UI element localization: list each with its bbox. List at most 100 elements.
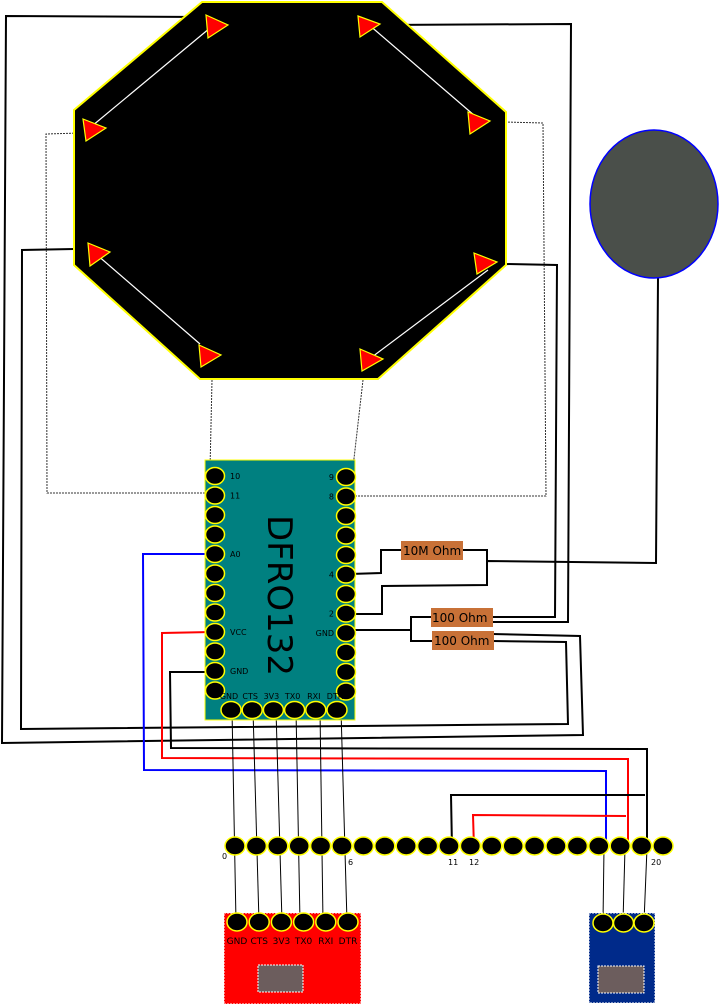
arrow-icon [357,15,382,39]
module-pin [335,623,357,643]
module-pin [204,622,226,642]
module-pin [204,544,226,564]
resistor-label: 100 Ohm [432,611,487,625]
module-pin [204,603,226,622]
module-name: DFRO132 [259,515,299,676]
module-pin [204,583,226,603]
ftdi-pin [270,912,293,932]
header-pin [588,836,610,856]
ftdi-pin [248,912,270,932]
wires [0,14,659,923]
module-pin [335,467,357,487]
resistor-10m: 10M Ohm [401,541,463,560]
arrow-icon [87,242,112,268]
arrow-icon [82,118,108,143]
wire-a0-blue [141,553,607,848]
wire-gnd-100ohm-b [410,630,432,642]
arrow-icon [198,344,223,369]
header-pin [331,836,353,856]
module-pin [204,525,226,544]
pin-label: 11 [230,492,240,501]
resistor-100-a: 100 Ohm [431,608,493,627]
module-pin [335,662,357,682]
pin-label: 8 [329,493,334,502]
module-pin [262,700,285,720]
pin-label: 4 [329,571,334,580]
touch-pad-octagon [73,0,507,380]
pin-label: TX0 [284,692,300,701]
wire-electrode-top-right [369,22,573,623]
rf-board [588,912,656,1004]
ftdi-pin [226,912,248,932]
pin-label: 2 [329,610,334,619]
wire-dotted-right [348,121,547,497]
module-pin [335,643,357,662]
header-strip [224,836,674,856]
ftdi-pin [315,912,337,932]
resistor-label: 10M Ohm [403,544,461,558]
speaker [589,129,719,279]
wire-vcc-red [161,631,629,848]
pin-label: RXI [318,937,333,947]
rf-wires [602,847,648,923]
pin-label: CTS [242,692,258,701]
pin-label: 10 [230,472,240,481]
arrow-icon [473,252,499,275]
module-pin [335,682,357,701]
rf-pin [612,913,635,933]
wire-pin11-black [449,794,645,849]
header-label-12: 12 [469,858,479,867]
pin-label: GND [316,629,334,638]
module-pin [241,700,263,720]
header-pin [395,836,417,856]
header-pin [309,836,332,856]
module-pin [283,700,306,720]
pin-label: VCC [230,628,247,637]
pin-label: DTR [327,692,344,701]
module-pin [305,700,327,720]
module-pin [204,681,226,700]
header-label-0: 0 [222,852,227,861]
module-pin [204,661,226,681]
electrode-arrows [82,14,499,372]
module-pin [204,564,226,583]
rf-pins [592,913,655,933]
header-pin [481,836,503,856]
header-pin [523,836,546,856]
pin-label: DTR [339,937,358,947]
resistor-100-b: 100 Ohm [432,631,494,650]
module-pin [204,466,226,486]
header-label-6: 6 [348,858,353,867]
module-pin [220,700,242,720]
module-pin [335,545,357,565]
pin-label: 9 [329,473,334,482]
pin-label: A0 [230,550,241,559]
module-pin [204,505,226,525]
header-pin [459,836,482,856]
pin-label: CTS [250,937,268,947]
header-pin [652,836,674,856]
module-pin [335,565,357,584]
pin-label: RXI [307,692,320,701]
header-pin [609,836,631,856]
header-pin [267,836,289,856]
module-pin [204,642,226,661]
module-pin [335,487,357,506]
pin-label: GND [227,937,248,947]
resistor-label: 100 Ohm [434,634,489,648]
arrow-icon [205,14,230,40]
wire-speaker [350,277,659,615]
module-pin [204,486,226,505]
pin-label: GND [230,667,248,676]
header-pin [245,836,268,856]
header-pin [374,836,396,856]
rf-pin [633,913,655,933]
wire-pin4-10m [349,549,402,575]
pin-label: 3V3 [273,937,291,947]
module-pin [335,506,357,526]
